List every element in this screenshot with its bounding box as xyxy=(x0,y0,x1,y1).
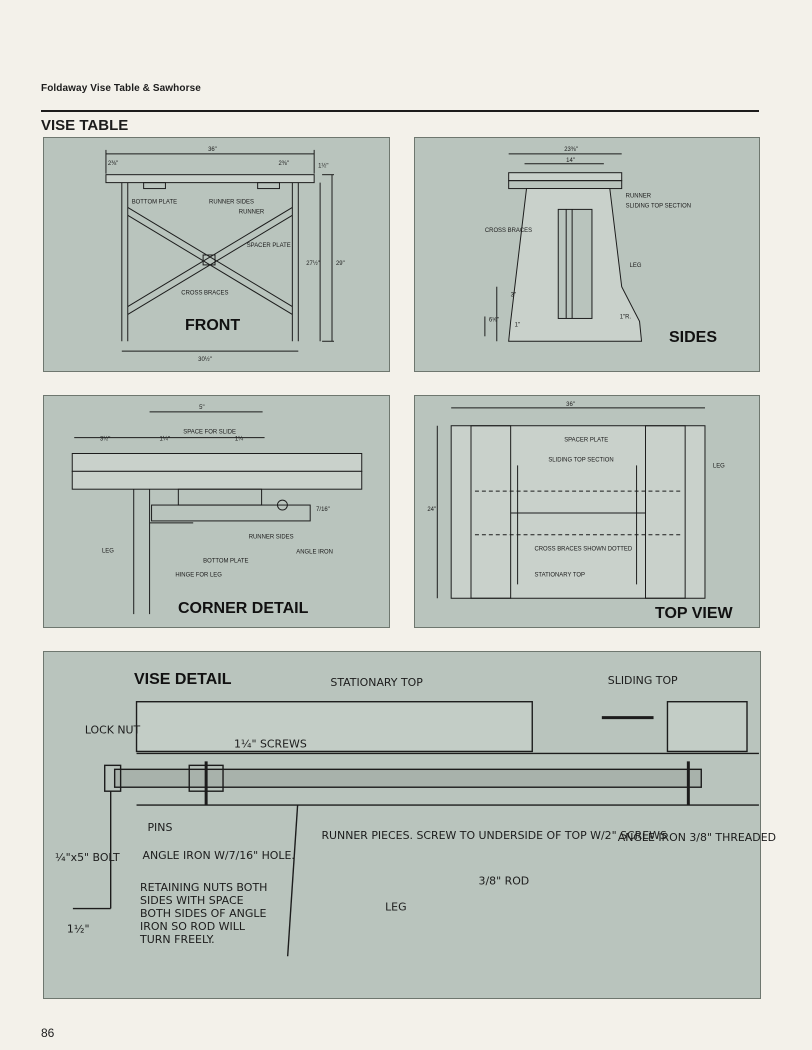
corner-label-angle-iron: ANGLE IRON xyxy=(296,550,333,556)
vise-label-stationary: STATIONARY TOP xyxy=(330,676,423,689)
corner-dim-space: SPACE FOR SLIDE xyxy=(183,430,236,436)
vise-label-sliding: SLIDING TOP xyxy=(608,674,678,687)
front-dim-overall: 36" xyxy=(208,147,217,153)
front-label-cross-braces: CROSS BRACES xyxy=(181,291,228,297)
running-head: Foldaway Vise Table & Sawhorse xyxy=(41,83,201,94)
topview-label-dotted: CROSS BRACES SHOWN DOTTED xyxy=(534,547,632,553)
corner-label-bottom-plate: BOTTOM PLATE xyxy=(203,559,248,565)
front-dim-left: 2⅜" xyxy=(108,161,118,167)
topview-panel: 36" 24" SPACER PLATE SLIDING TOP SECTION… xyxy=(414,395,760,628)
sides-dim-foot: 1" xyxy=(515,322,520,328)
sides-label-leg: LEG xyxy=(630,263,642,269)
front-title: FRONT xyxy=(185,317,241,334)
sides-label-cross-braces: CROSS BRACES xyxy=(485,228,532,234)
vise-label-bolt-dim: 1½" xyxy=(67,922,90,935)
vise-label-leg: LEG xyxy=(385,901,406,914)
corner-dim-a: 1¼" xyxy=(159,437,169,443)
front-dim-top: 1½" xyxy=(318,163,328,170)
sides-dim-top: 23⅜" xyxy=(564,147,578,153)
vise-label-angle-iron-hole: ANGLE IRON W/7/16" HOLE. xyxy=(143,849,295,862)
corner-dim-b: 1¼ xyxy=(235,437,244,443)
front-dim-right: 2⅜" xyxy=(278,161,288,167)
sides-label-sliding: SLIDING TOP SECTION xyxy=(626,203,691,209)
vise-label-retaining: RETAINING NUTS BOTH SIDES WITH SPACE BOT… xyxy=(140,881,268,946)
vise-label-runner-pieces: RUNNER PIECES. SCREW TO UNDERSIDE OF TOP… xyxy=(321,829,667,842)
sides-dim-inner: 14" xyxy=(566,158,575,164)
page-number: 86 xyxy=(41,1026,55,1040)
sides-dim-radius: 1"R. xyxy=(620,314,632,320)
front-dim-height: 29" xyxy=(336,261,345,267)
topview-dim-depth: 24" xyxy=(427,507,436,513)
corner-label-leg: LEG xyxy=(102,549,114,555)
topview-drawing: 36" 24" SPACER PLATE SLIDING TOP SECTION… xyxy=(427,402,725,599)
sides-dim-foot-height: 6⅝" xyxy=(489,317,499,323)
topview-label-leg: LEG xyxy=(713,463,725,469)
front-label-runner-sides: RUNNER SIDES xyxy=(209,199,254,205)
front-label-bottom-plate: BOTTOM PLATE xyxy=(132,199,177,205)
corner-dim-overall: 5" xyxy=(199,405,204,411)
topview-label-sliding: SLIDING TOP SECTION xyxy=(548,457,613,463)
vise-title: VISE DETAIL xyxy=(134,671,232,688)
topview-label-stationary: STATIONARY TOP xyxy=(534,572,585,578)
topview-title: TOP VIEW xyxy=(655,605,733,622)
sides-drawing: 23⅜" 14" RUNNER SLIDING TOP SECTION CROS… xyxy=(484,147,691,342)
vise-label-screws: 1¼" SCREWS xyxy=(234,737,307,750)
front-label-runner: RUNNER xyxy=(239,209,265,215)
header-rule xyxy=(41,110,759,112)
vise-label-pins: PINS xyxy=(147,821,172,834)
sides-dim-slope: 3" xyxy=(511,293,516,299)
corner-label-hinge: HINGE FOR LEG xyxy=(175,572,222,578)
front-label-spacer-plate: SPACER PLATE xyxy=(247,243,291,249)
corner-drawing: 5" 3½" 1¼" SPACE FOR SLIDE 1¼ 7/16" RUNN… xyxy=(71,405,363,615)
vise-label-rod: 3/8" ROD xyxy=(479,875,530,888)
front-panel: 36" 2⅜" 2⅜" 1½" BOTTOM PLATE RUNNER SIDE… xyxy=(43,137,390,372)
corner-label-runner-sides: RUNNER SIDES xyxy=(249,535,294,541)
vise-label-bolt: ¼"x5" BOLT xyxy=(55,851,120,864)
sides-label-runner: RUNNER xyxy=(626,193,652,199)
sides-panel: 23⅜" 14" RUNNER SLIDING TOP SECTION CROS… xyxy=(414,137,760,372)
corner-title: CORNER DETAIL xyxy=(178,600,309,617)
corner-panel: 5" 3½" 1¼" SPACE FOR SLIDE 1¼ 7/16" RUNN… xyxy=(43,395,390,628)
front-dim-legs: 27½" xyxy=(306,260,320,267)
topview-dim-width: 36" xyxy=(566,402,575,408)
vise-panel: STATIONARY TOP SLIDING TOP LOCK NUT 1¼" … xyxy=(43,651,776,999)
topview-label-spacer: SPACER PLATE xyxy=(564,438,608,444)
corner-dim-hole: 7/16" xyxy=(316,507,330,513)
corner-dim-left: 3½" xyxy=(100,436,110,443)
front-dim-base: 30½" xyxy=(198,356,212,363)
sides-title: SIDES xyxy=(669,329,718,346)
vise-drawing: STATIONARY TOP SLIDING TOP LOCK NUT 1¼" … xyxy=(55,674,776,957)
vise-label-angle-iron-threaded: ANGLE IRON 3/8" THREADED xyxy=(618,831,776,844)
section-title: VISE TABLE xyxy=(41,117,129,134)
front-drawing: 36" 2⅜" 2⅜" 1½" BOTTOM PLATE RUNNER SIDE… xyxy=(105,147,345,363)
vise-label-lock-nut: LOCK NUT xyxy=(85,724,141,737)
